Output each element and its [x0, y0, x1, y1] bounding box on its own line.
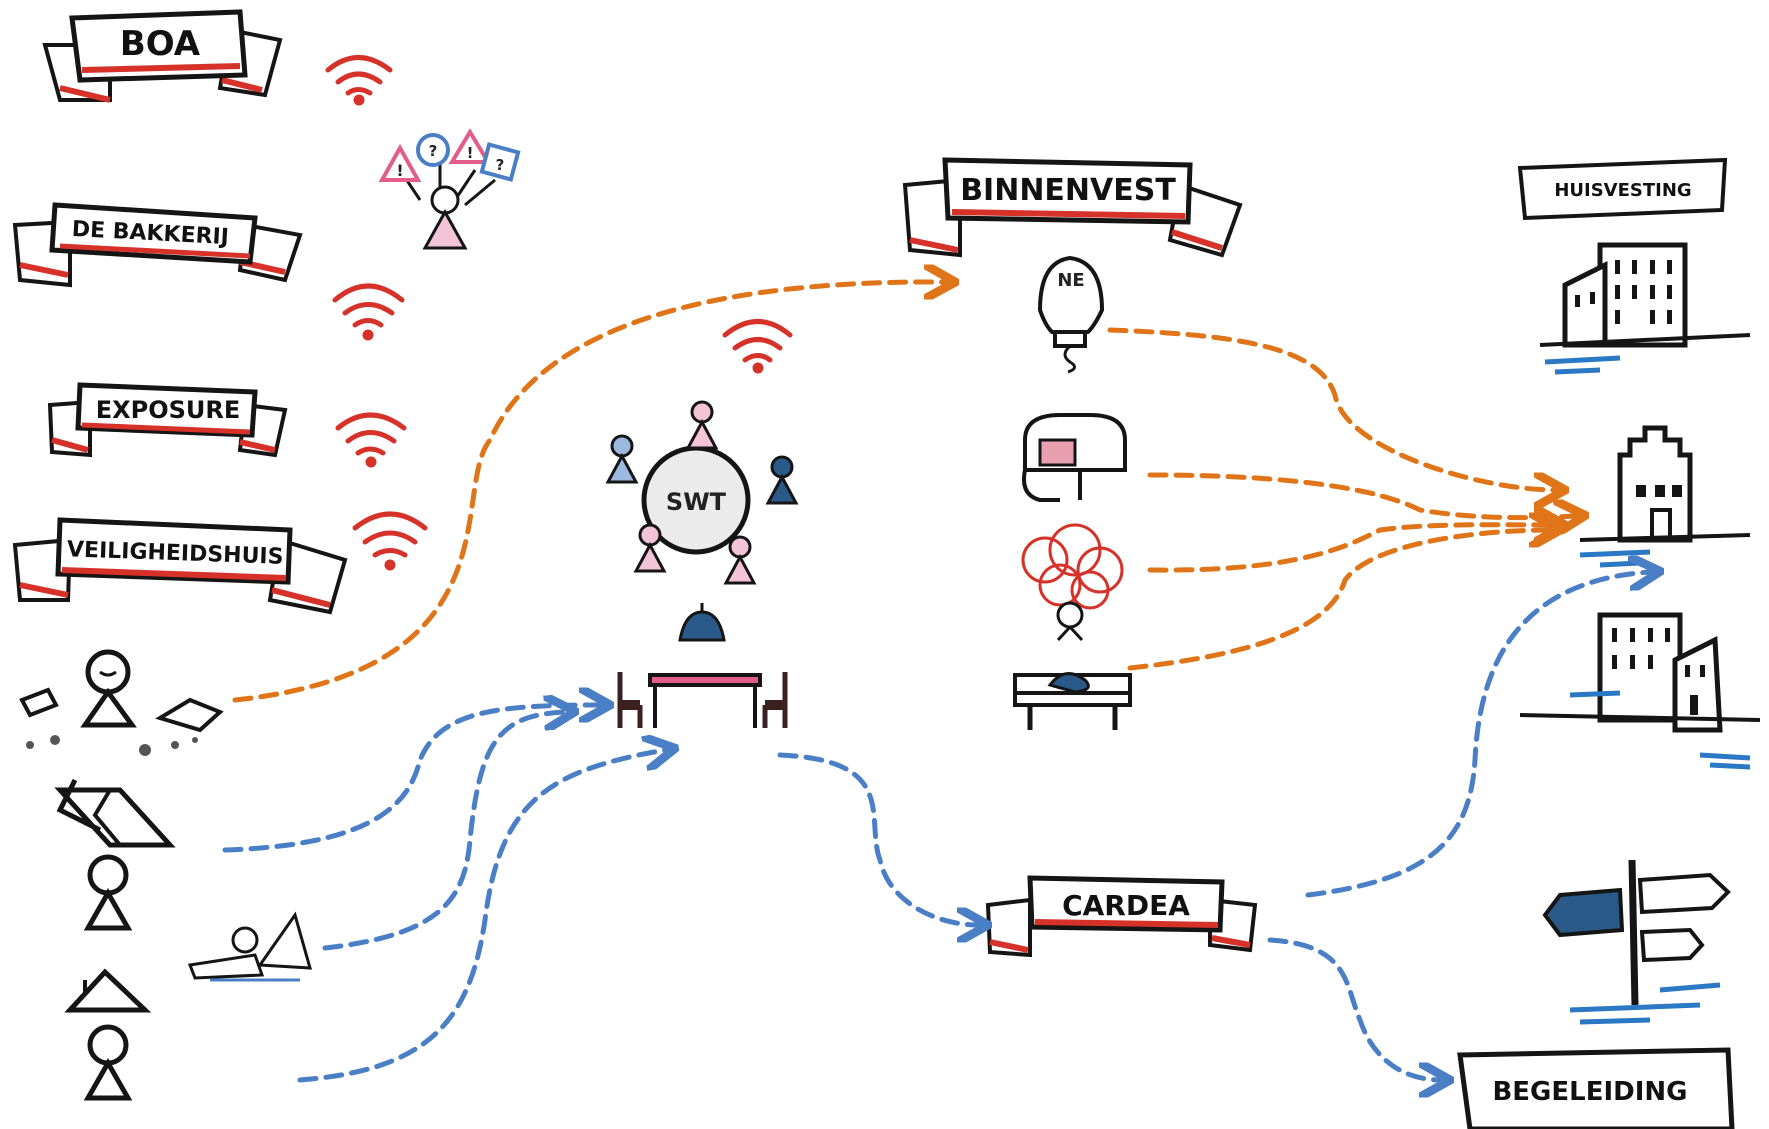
person-with-rubble	[19, 649, 224, 756]
banner-boa: BOA	[42, 9, 283, 103]
svg-text:?: ?	[429, 142, 438, 160]
banner-cardea-label: CARDEA	[1062, 889, 1190, 922]
arrow-person-to-binnenvest	[232, 282, 945, 703]
svg-text:!: !	[396, 161, 403, 180]
wifi-icon	[325, 55, 393, 106]
apartment-building-icon	[1519, 612, 1761, 770]
arrow-cardea-to-begeleiding	[1267, 937, 1440, 1080]
mailbox-icon	[1022, 413, 1127, 502]
svg-text:?: ?	[496, 156, 505, 174]
wifi-icon	[332, 283, 405, 341]
arrow-mailbox-to-house	[1147, 472, 1575, 518]
person-figure	[83, 1024, 133, 1101]
person-figure	[83, 854, 133, 931]
banner-begeleiding-label: BEGELEIDING	[1492, 1077, 1687, 1107]
arrow-house-to-table	[297, 750, 665, 1083]
wifi-icon	[335, 412, 407, 468]
banner-veiligheidshuis: VEILIGHEIDSHUIS	[12, 517, 348, 615]
apartment-building-icon	[1539, 242, 1751, 375]
arrows-orange	[232, 282, 1575, 703]
sign-holder-icon: ! ? ! ?	[378, 128, 521, 250]
arrow-bench-to-house	[1127, 530, 1550, 671]
arrow-lightbulb-to-house	[1107, 327, 1555, 490]
bench-icon	[1013, 672, 1132, 730]
bell-icon	[678, 603, 726, 642]
banner-cardea: CARDEA	[985, 875, 1258, 958]
wifi-icon	[352, 511, 428, 571]
banner-huisvesting-label: HUISVESTING	[1554, 180, 1691, 201]
banner-boa-label: BOA	[120, 24, 201, 64]
pawn-blue	[605, 434, 639, 484]
tangled-thoughts-icon	[1021, 523, 1124, 642]
house-icon	[64, 968, 152, 1013]
banner-binnenvest: BINNENVEST	[902, 157, 1243, 258]
signpost-icon	[1542, 859, 1731, 1025]
arrow-lyingperson-to-table	[322, 712, 565, 951]
arrow-table-to-cardea	[777, 752, 978, 925]
pawn-pink	[633, 523, 667, 573]
meeting-table-icon	[617, 672, 788, 728]
arrow-cardea-to-canalhouse	[1305, 572, 1650, 898]
pawn-pink	[685, 400, 719, 450]
swt-label: SWT	[666, 488, 727, 516]
arrows-blue	[222, 572, 1650, 1083]
banner-exposure: EXPOSURE	[47, 382, 288, 458]
arrow-brokenhouse-to-table	[222, 705, 600, 853]
pawn-navy	[765, 455, 799, 505]
banner-huisvesting: HUISVESTING	[1517, 157, 1728, 221]
arrow-thoughts-to-house	[1147, 525, 1555, 573]
swt-group: SWT	[605, 400, 799, 585]
lightbulb-label: NE	[1057, 270, 1084, 291]
wifi-icon	[722, 319, 793, 374]
canal-house-icon	[1579, 425, 1751, 568]
lightbulb-icon: NE	[1037, 255, 1105, 374]
banner-binnenvest-label: BINNENVEST	[960, 173, 1176, 208]
banner-begeleiding: BEGELEIDING	[1457, 1047, 1735, 1129]
banner-de-bakkerij: DE BAKKERIJ	[12, 202, 303, 288]
banner-exposure-label: EXPOSURE	[96, 396, 241, 424]
pawn-pink	[723, 535, 757, 585]
svg-text:!: !	[467, 144, 474, 162]
lying-person-icon	[187, 911, 313, 982]
broken-house-icon	[54, 778, 176, 848]
